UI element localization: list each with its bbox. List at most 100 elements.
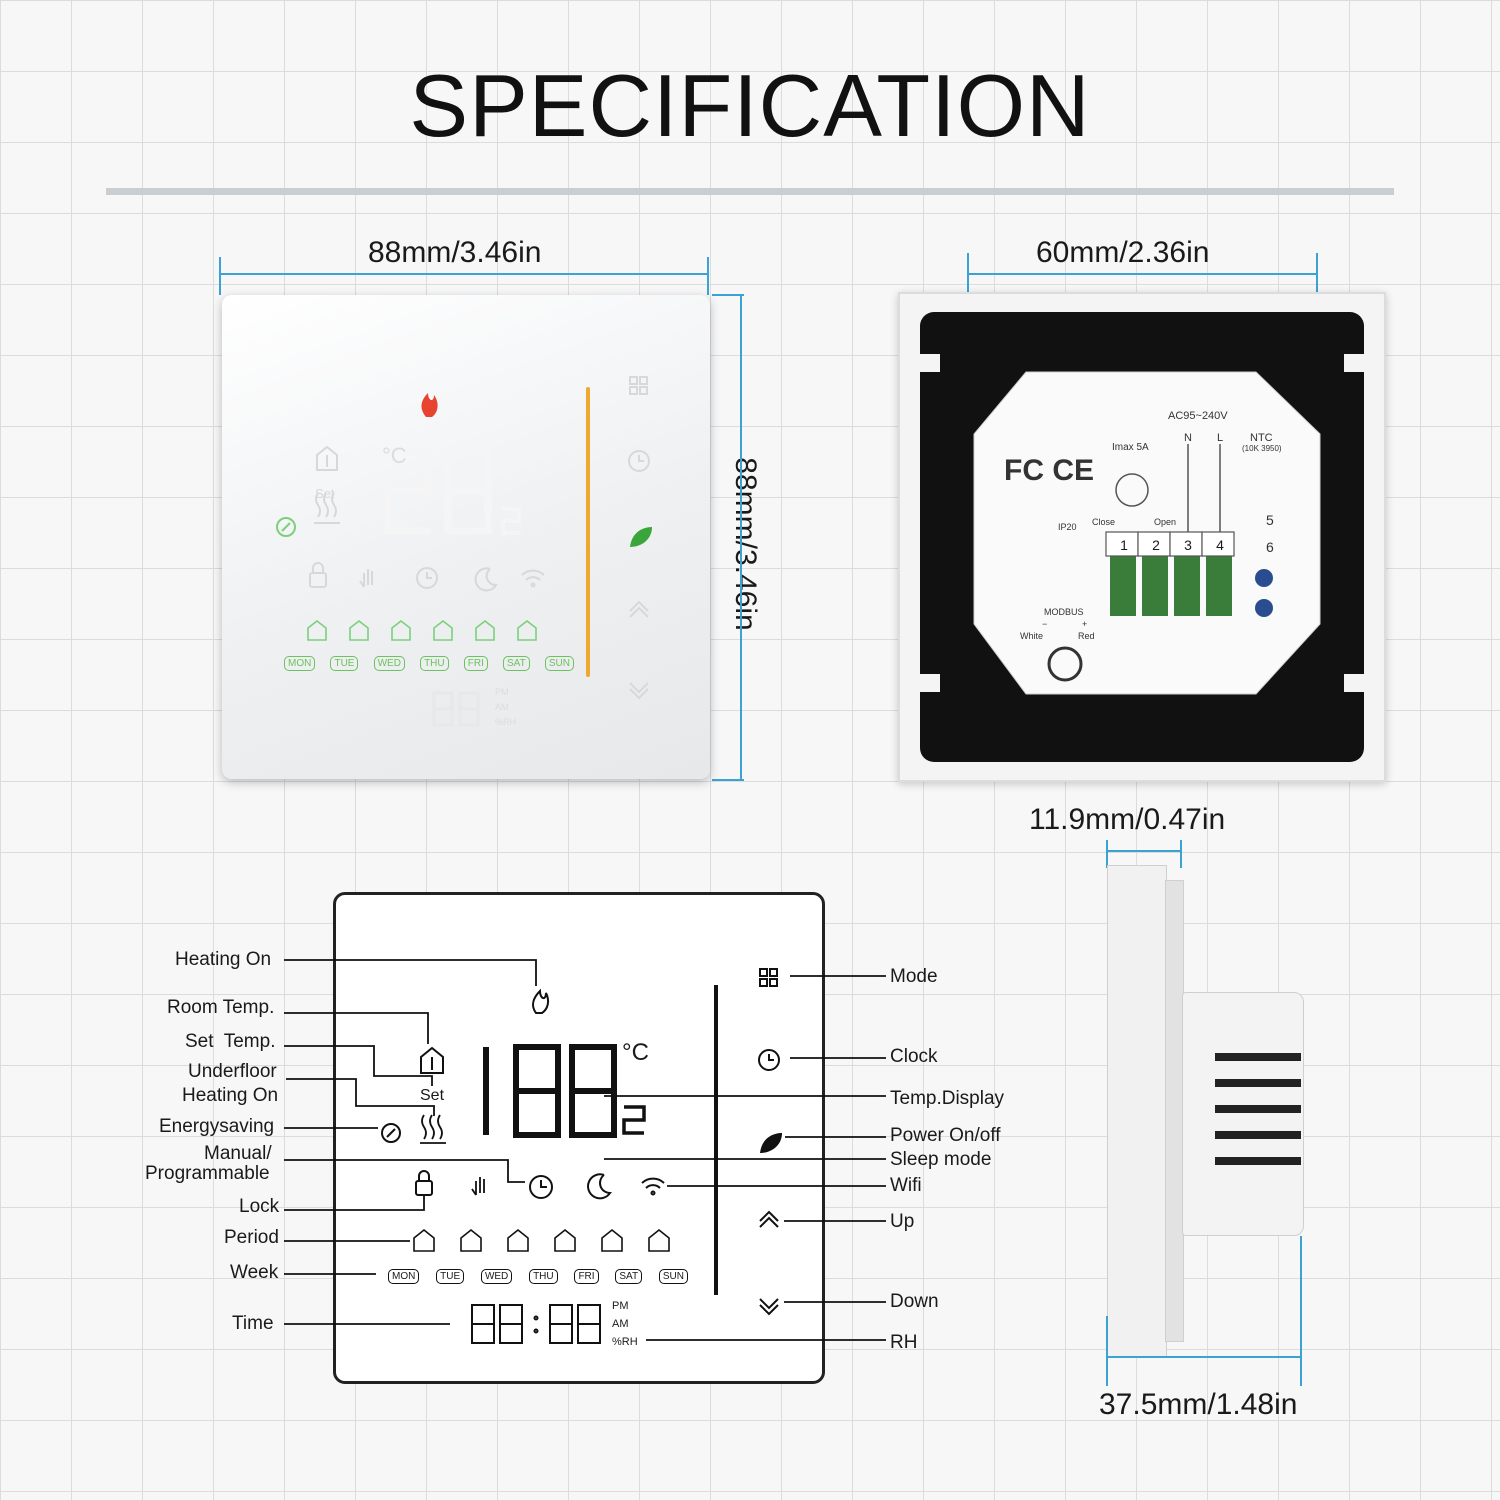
fc-ce-mark: FC CE bbox=[1004, 454, 1094, 487]
diagram-day-sat: SAT bbox=[615, 1269, 643, 1284]
terminal-blocks bbox=[1110, 556, 1232, 616]
diagram-room-temp-icon bbox=[420, 1046, 444, 1074]
energysaving-icon bbox=[276, 517, 296, 537]
display-diagram: °C Set MON TUE WED THU FRI SAT SUN PM AM… bbox=[333, 892, 825, 1384]
back-voltage: AC95~240V bbox=[1168, 410, 1228, 422]
back-n: N bbox=[1184, 432, 1192, 444]
thermostat-front-panel: °C Set MON TUE WED THU FRI SAT SUN PM AM… bbox=[222, 295, 710, 779]
front-day-wed: WED bbox=[373, 656, 405, 671]
front-width-tick-right bbox=[707, 257, 709, 295]
side-depth-front-tick-left bbox=[1106, 840, 1108, 868]
diagram-power-leaf-icon bbox=[760, 1133, 782, 1153]
room-temp-icon bbox=[316, 445, 338, 471]
diagram-week-row: MON TUE WED THU FRI SAT SUN bbox=[388, 1269, 688, 1284]
back-plus: + bbox=[1082, 619, 1088, 629]
side-depth-total-tick-left bbox=[1106, 1316, 1108, 1386]
back-imax: Imax 5A bbox=[1112, 442, 1149, 453]
relay-diagram bbox=[1115, 444, 1221, 534]
front-day-tue: TUE bbox=[330, 656, 359, 671]
diagram-lock-icon bbox=[415, 1170, 433, 1196]
ntc-screw-5 bbox=[1255, 569, 1273, 587]
diagram-temp-digits bbox=[483, 1044, 646, 1138]
side-depth-front-tick-right bbox=[1180, 840, 1182, 868]
terminal-number-boxes bbox=[1105, 531, 1235, 557]
diagram-flame-icon bbox=[532, 988, 550, 1014]
back-ntc: NTC bbox=[1250, 432, 1273, 444]
front-day-sat: SAT bbox=[502, 656, 530, 671]
modbus-connector bbox=[1047, 646, 1083, 682]
diagram-down-icon bbox=[759, 1298, 779, 1316]
diagram-day-wed: WED bbox=[480, 1269, 513, 1284]
front-day-mon: MON bbox=[284, 656, 316, 671]
label-time: Time bbox=[232, 1313, 274, 1334]
terminal-5: 5 bbox=[1266, 512, 1274, 528]
diagram-up-icon bbox=[759, 1210, 779, 1228]
front-touch-slider bbox=[586, 387, 590, 677]
diagram-day-sun: SUN bbox=[658, 1269, 688, 1284]
diagram-energysaving-icon bbox=[381, 1123, 401, 1143]
label-manual: Manual/ bbox=[204, 1143, 272, 1164]
label-underfloor-2: Heating On bbox=[182, 1085, 279, 1106]
label-room-temp: Room Temp. bbox=[167, 997, 275, 1018]
label-lock: Lock bbox=[239, 1196, 280, 1217]
diagram-set-label: Set bbox=[420, 1087, 445, 1104]
front-set-label: Set bbox=[315, 486, 335, 501]
back-modbus: MODBUS bbox=[1044, 607, 1084, 617]
diagram-day-tue: TUE bbox=[436, 1269, 465, 1284]
label-power: Power On/off bbox=[890, 1125, 1001, 1146]
front-week-row: MON TUE WED THU FRI SAT SUN bbox=[284, 656, 574, 671]
label-clock: Clock bbox=[890, 1046, 938, 1067]
mode-icon bbox=[629, 376, 648, 395]
diagram-pm: PM bbox=[612, 1300, 629, 1312]
terminal-1: 1 bbox=[1120, 537, 1128, 553]
diagram-day-fri: FRI bbox=[574, 1269, 599, 1284]
vent-slot bbox=[1215, 1157, 1301, 1165]
vent-slot bbox=[1215, 1079, 1301, 1087]
diagram-manual-icon bbox=[471, 1177, 485, 1196]
diagram-period-icons bbox=[413, 1228, 670, 1252]
back-minus: − bbox=[1042, 619, 1048, 629]
diagram-am: AM bbox=[612, 1318, 629, 1330]
power-leaf-icon bbox=[630, 527, 652, 547]
down-icon bbox=[629, 682, 649, 700]
side-depth-front-label: 11.9mm/0.47in bbox=[1029, 803, 1226, 836]
label-up: Up bbox=[890, 1211, 915, 1232]
label-set-temp: Set Temp. bbox=[185, 1031, 276, 1052]
back-width-line bbox=[968, 273, 1318, 275]
front-am: AM bbox=[495, 702, 509, 712]
diagram-unit: °C bbox=[622, 1039, 649, 1066]
terminal-2: 2 bbox=[1152, 537, 1160, 553]
back-l: L bbox=[1217, 432, 1224, 444]
clock-button-icon bbox=[628, 450, 650, 472]
side-depth-front-line bbox=[1107, 850, 1182, 852]
flame-icon bbox=[421, 393, 438, 417]
front-width-label: 88mm/3.46in bbox=[368, 236, 542, 269]
front-pm: PM bbox=[495, 687, 509, 697]
diagram-day-mon: MON bbox=[388, 1269, 420, 1284]
diagram-rh: %RH bbox=[612, 1336, 638, 1348]
back-width-label: 60mm/2.36in bbox=[1036, 236, 1210, 269]
side-depth-total-tick-right bbox=[1300, 1236, 1302, 1386]
front-rh: %RH bbox=[495, 717, 517, 727]
page-title: SPECIFICATION bbox=[409, 56, 1091, 155]
up-icon bbox=[629, 600, 649, 618]
label-underfloor-1: Underfloor bbox=[188, 1061, 277, 1082]
title-divider bbox=[106, 188, 1394, 195]
diagram-day-thu: THU bbox=[529, 1269, 558, 1284]
label-energysaving: Energysaving bbox=[159, 1116, 275, 1137]
front-width-line bbox=[219, 273, 709, 275]
front-ampm: PM AM %RH bbox=[495, 685, 516, 730]
diagram-sleep-icon bbox=[587, 1173, 612, 1200]
label-down: Down bbox=[890, 1291, 939, 1312]
terminal-4: 4 bbox=[1216, 537, 1224, 553]
label-heating-on: Heating On bbox=[175, 949, 272, 970]
label-rh: RH bbox=[890, 1332, 918, 1353]
label-temp-display: Temp.Display bbox=[890, 1088, 1005, 1109]
front-height-tick-bottom bbox=[712, 779, 744, 781]
underfloor-heating-icon bbox=[314, 492, 340, 524]
vent-slot bbox=[1215, 1131, 1301, 1139]
thermostat-back-view: AC95~240V Imax 5A N L NTC (10K 3950) FC … bbox=[898, 292, 1386, 782]
front-period-icons bbox=[307, 619, 537, 641]
diagram-clock-button-icon bbox=[758, 1049, 780, 1071]
front-unit: °C bbox=[382, 443, 407, 468]
